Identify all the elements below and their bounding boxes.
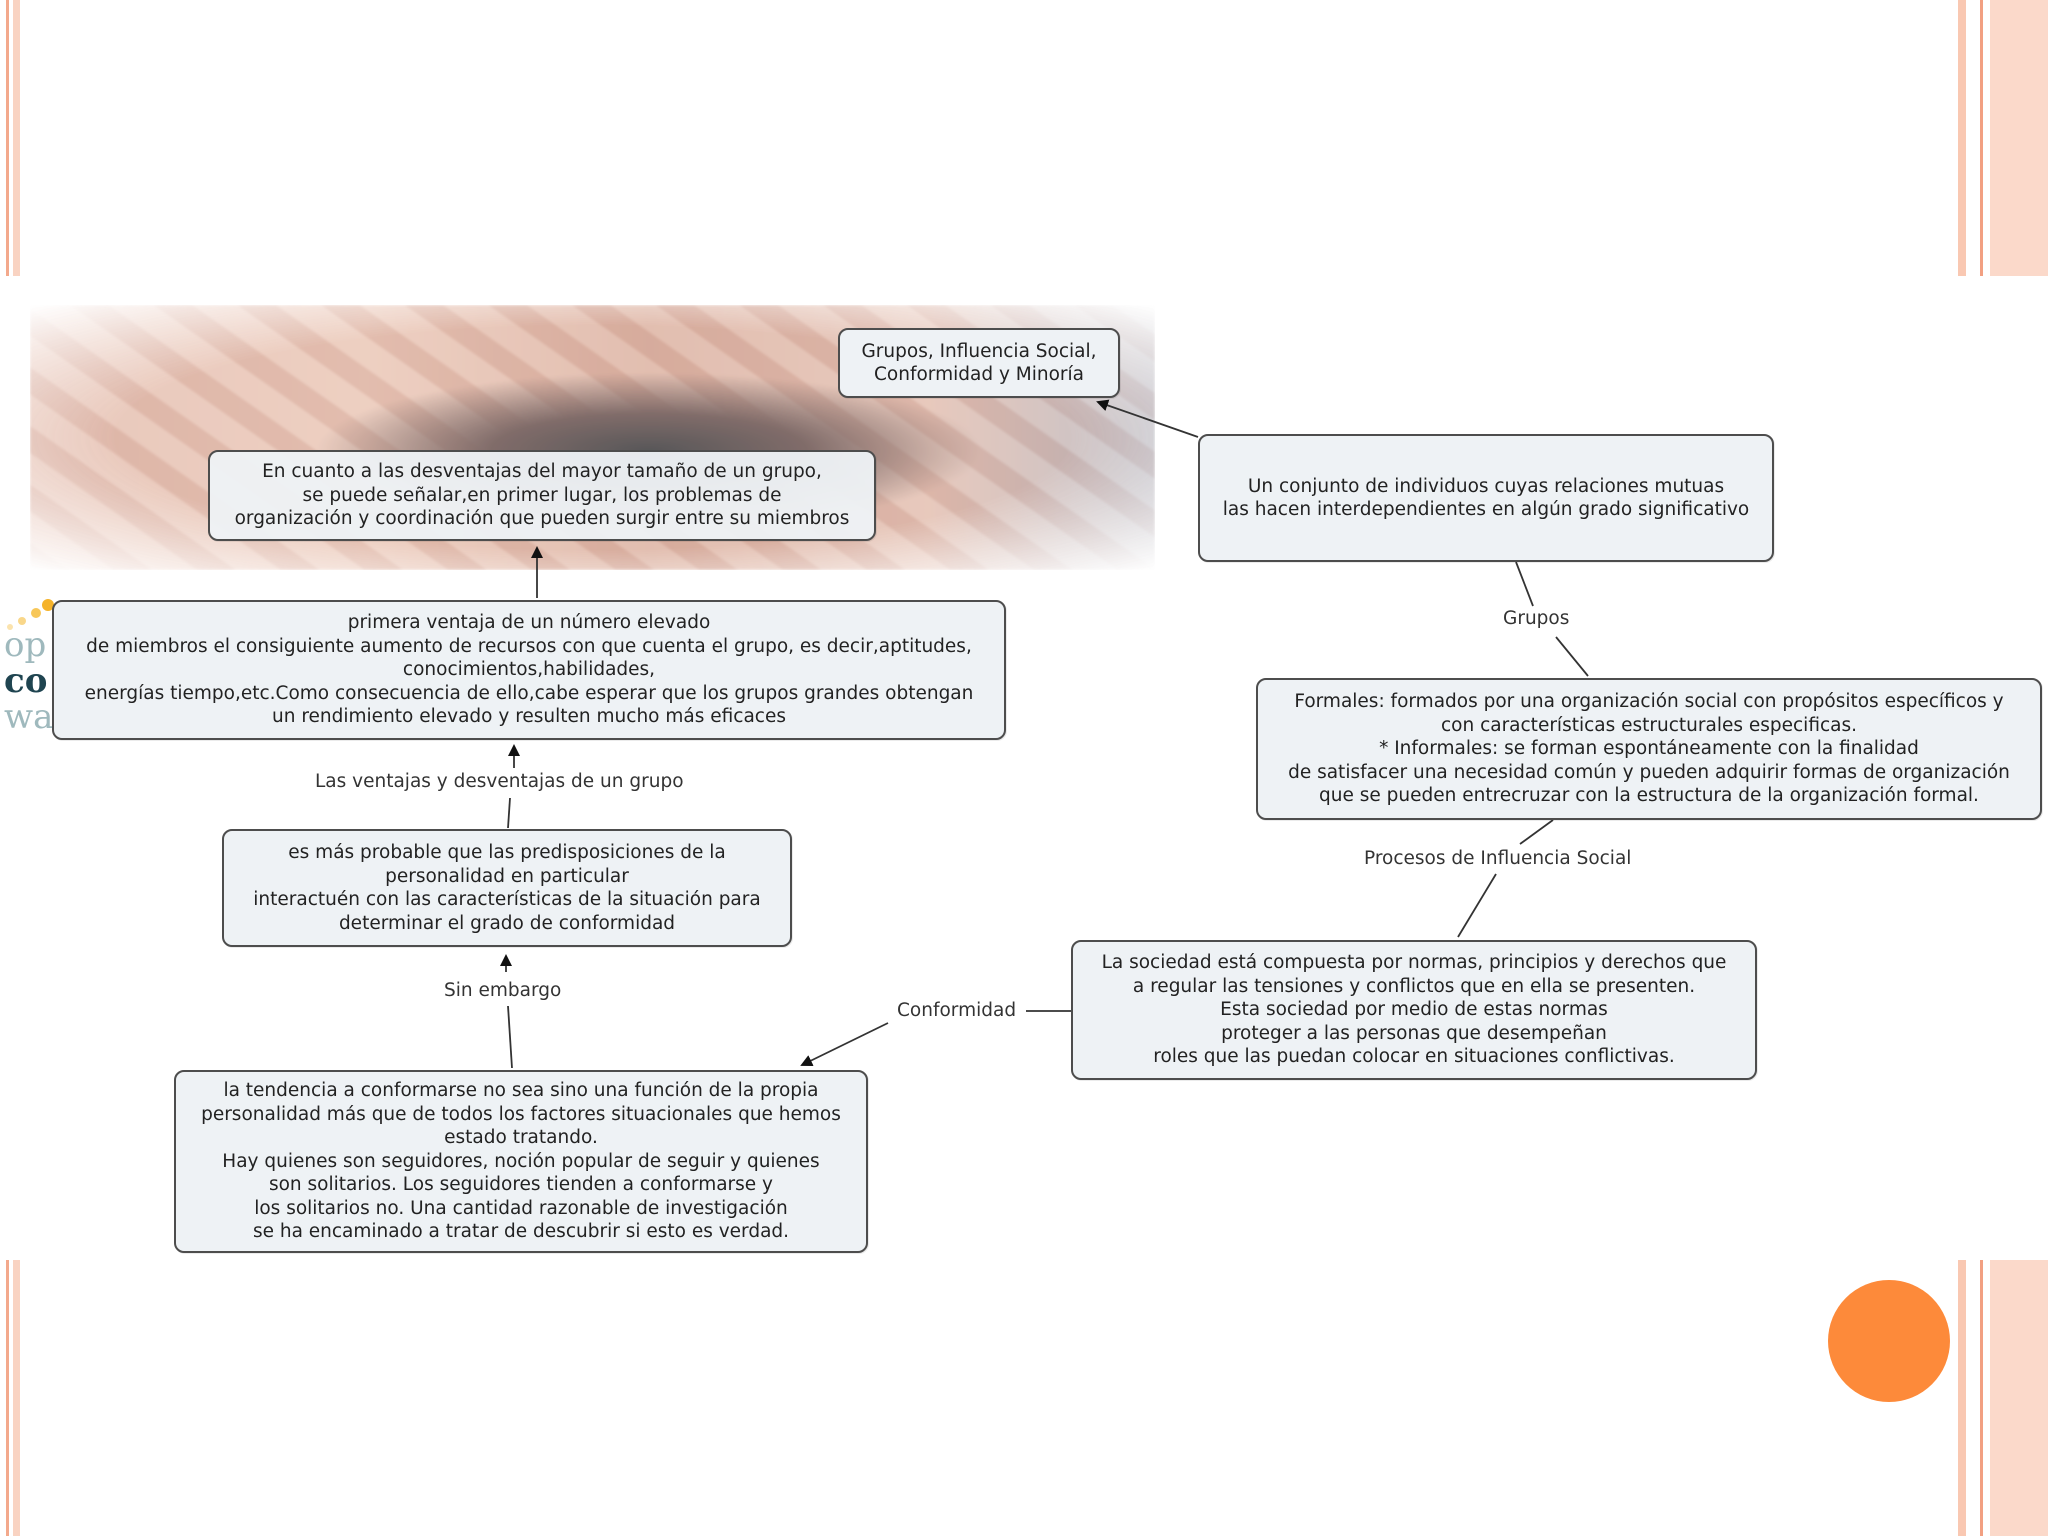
link-grupos-types xyxy=(1555,636,1589,677)
logo-text-2: co xyxy=(4,661,48,701)
right-stripe-bottom-a xyxy=(1958,1260,1966,1536)
link-conformidad-tendency xyxy=(800,1022,889,1067)
disadvantage-node: En cuanto a las desventajas del mayor ta… xyxy=(208,450,876,541)
types-node: Formales: formados por una organización … xyxy=(1256,678,2042,820)
label-ventajas: Las ventajas y desventajas de un grupo xyxy=(315,771,684,792)
left-stripe-bottom-inner xyxy=(13,1260,20,1536)
predisposition-node: es más probable que las predisposiciones… xyxy=(222,829,792,947)
definition-node: Un conjunto de individuos cuyas relacion… xyxy=(1198,434,1774,562)
link-predisposition-ventajas xyxy=(507,797,511,829)
orange-circle-decoration xyxy=(1828,1280,1950,1402)
right-stripe-top-a xyxy=(1958,0,1966,276)
logo-dots-icon xyxy=(7,599,54,630)
logo-fragment: op co wa xyxy=(0,595,60,745)
advantage-node: primera ventaja de un número elevado de … xyxy=(52,600,1006,740)
society-node: La sociedad está compuesta por normas, p… xyxy=(1071,940,1757,1080)
link-procesos-society xyxy=(1457,873,1497,938)
label-grupos: Grupos xyxy=(1503,608,1570,629)
tendency-node: la tendencia a conformarse no sea sino u… xyxy=(174,1070,868,1253)
right-stripe-top-b xyxy=(1980,0,1983,276)
right-stripe-top-c xyxy=(1990,0,2048,276)
link-tendency-sinembargo xyxy=(507,1005,513,1069)
link-definition-title xyxy=(1096,399,1199,438)
link-types-procesos xyxy=(1519,819,1554,845)
link-definition-grupos xyxy=(1515,561,1534,607)
title-node: Grupos, Influencia Social, Conformidad y… xyxy=(838,328,1120,398)
left-stripe-top xyxy=(6,0,9,276)
logo-text-3: wa xyxy=(4,697,54,737)
left-stripe-top-inner xyxy=(13,0,20,276)
label-conformidad: Conformidad xyxy=(897,1000,1017,1021)
logo-text-1: op xyxy=(4,625,47,665)
right-stripe-bottom-c xyxy=(1990,1260,2048,1536)
label-procesos: Procesos de Influencia Social xyxy=(1364,848,1632,869)
label-sin-embargo: Sin embargo xyxy=(444,980,562,1001)
left-stripe-bottom xyxy=(6,1260,9,1536)
right-stripe-bottom-b xyxy=(1980,1260,1983,1536)
